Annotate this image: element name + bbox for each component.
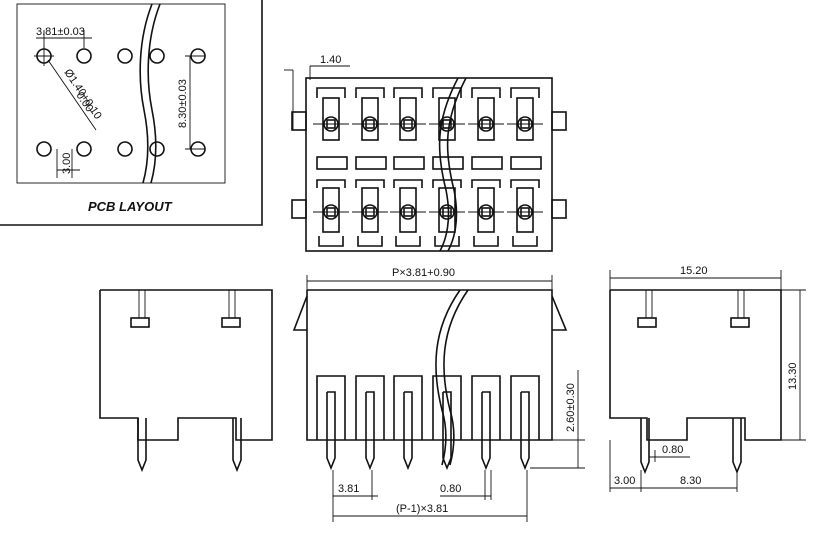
pcb-holes	[34, 46, 206, 157]
top-view: 1.40	[284, 54, 567, 252]
top-terminal-frame	[393, 87, 423, 98]
middle-slot	[471, 156, 503, 170]
front-slots	[316, 375, 540, 440]
front-pin	[403, 391, 413, 471]
front-pin	[326, 391, 336, 471]
top-terminal-frame	[316, 87, 346, 98]
bottom-terminal-foot	[512, 236, 538, 247]
bottom-terminal-foot	[318, 236, 344, 247]
bottom-terminal-foot	[473, 236, 499, 247]
front-pin	[365, 391, 375, 471]
top-terminal-body	[322, 97, 340, 141]
front-slot	[471, 375, 501, 440]
top-tab-label: 1.40	[320, 54, 341, 66]
bottom-terminal-body	[361, 187, 379, 233]
front-view: P×3.81+0.90 2.60±0.30 3.81 0.80 (P-1)×3.…	[292, 267, 585, 522]
front-slot	[355, 375, 385, 440]
bottom-terminal-frame	[393, 179, 423, 188]
front-pin	[520, 391, 530, 471]
side-height-label: 13.30	[787, 362, 799, 390]
bottom-terminal-body	[322, 187, 340, 233]
middle-slot	[393, 156, 425, 170]
pcb-offset-label: 3.00	[61, 153, 73, 174]
pcb-row-spacing-label: 8.30±0.03	[177, 79, 189, 128]
pcb-pitch-label: 3.81±0.03	[36, 26, 85, 38]
top-terminal-body	[477, 97, 495, 141]
front-pin	[481, 391, 491, 471]
front-slot	[432, 375, 462, 440]
front-width-label: P×3.81+0.90	[392, 267, 455, 279]
left-side-view	[99, 289, 273, 473]
top-terminal-frame	[510, 87, 540, 98]
pcb-layout-title: PCB LAYOUT	[88, 199, 173, 214]
bottom-terminals	[313, 179, 543, 247]
top-terminal-body	[516, 97, 534, 141]
top-slots	[316, 156, 542, 170]
top-terminal-body	[399, 97, 417, 141]
bottom-terminal-frame	[510, 179, 540, 188]
top-terminal-frame	[432, 87, 462, 98]
side-row-spacing-label: 8.30	[680, 475, 701, 487]
side-pin-width-label: 0.80	[662, 444, 683, 456]
top-terminals	[313, 87, 543, 141]
front-pin-width-label: 0.80	[440, 483, 461, 495]
right-side-view: 15.20 13.30 0.80 3.00 8.30	[609, 265, 806, 492]
bottom-terminal-frame	[432, 179, 462, 188]
front-pins	[326, 391, 530, 471]
top-terminal-frame	[355, 87, 385, 98]
front-pin	[442, 391, 452, 471]
pcb-layout-panel: 3.81±0.03 Ø1.40+0.10 0.00 8.30±0.03 3.00…	[0, 0, 263, 226]
middle-slot	[355, 156, 387, 170]
front-slot	[316, 375, 346, 440]
bottom-terminal-frame	[471, 179, 501, 188]
front-pin-height-label: 2.60±0.30	[565, 383, 577, 432]
side-width-label: 15.20	[680, 265, 708, 277]
front-slot	[393, 375, 423, 440]
front-pitch-label: 3.81	[338, 483, 359, 495]
bottom-terminal-body	[477, 187, 495, 233]
bottom-terminal-frame	[316, 179, 346, 188]
bottom-terminal-body	[399, 187, 417, 233]
middle-slot	[316, 156, 348, 170]
middle-slot	[510, 156, 542, 170]
bottom-terminal-foot	[434, 236, 460, 247]
front-slot	[510, 375, 540, 440]
top-terminal-body	[361, 97, 379, 141]
top-terminal-frame	[471, 87, 501, 98]
bottom-terminal-body	[516, 187, 534, 233]
bottom-terminal-foot	[395, 236, 421, 247]
bottom-terminal-foot	[357, 236, 383, 247]
side-offset-label: 3.00	[614, 475, 635, 487]
bottom-terminal-frame	[355, 179, 385, 188]
front-span-label: (P-1)×3.81	[396, 503, 448, 515]
